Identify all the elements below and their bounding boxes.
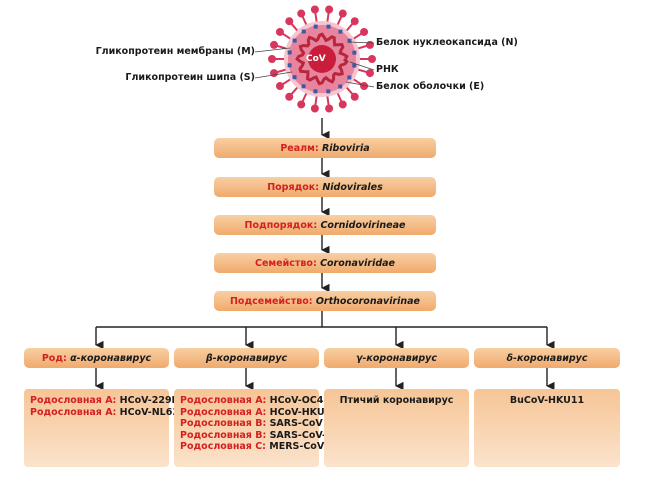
lineage-row: Родословная А: HCoV-OC43 (180, 395, 330, 406)
genus-alpha: Род: α-коронавирус (24, 348, 169, 368)
lineage-row: Родословная А: HCoV-NL63 (30, 406, 179, 418)
lineages-gamma: Птичий коронавирус (324, 389, 469, 467)
lineage-row: BuCoV-HKU11 (509, 395, 585, 406)
label-spike-glycoprotein: Гликопротеин шипа (S) (125, 72, 255, 83)
lineages-beta: Родословная А: HCoV-OC43 Родословная А: … (174, 389, 333, 467)
genus-delta: δ-коронавирус (474, 348, 620, 368)
lineage-row: Родословная А: HCoV-HKU1 (180, 406, 332, 418)
lineage-row: Птичий коронавирус (339, 395, 454, 406)
lineage-row: Родословная C: MERS-CoV (180, 441, 325, 452)
taxon-order: Порядок: Nidovirales (214, 177, 436, 197)
connector-lines (95, 118, 555, 391)
lineage-row: Родословная B: SARS-CoV-2 (180, 429, 333, 441)
virus-core-label: CoV (306, 54, 326, 64)
lineage-row: Родословная B: SARS-CoV (180, 418, 323, 429)
genus-beta: β-коронавирус (174, 348, 319, 368)
lineages-delta: BuCoV-HKU11 (474, 389, 620, 467)
lineage-row: Родословная А: HCoV-229E (30, 395, 179, 406)
label-nucleocapsid-protein: Белок нуклеокапсида (N) (376, 37, 518, 48)
label-rna: РНК (376, 64, 399, 75)
label-membrane-glycoprotein: Гликопротеин мембраны (M) (95, 46, 255, 57)
genus-gamma: γ-коронавирус (324, 348, 469, 368)
taxon-realm: Реалм: Riboviria (214, 138, 436, 158)
label-envelope-protein: Белок оболочки (E) (376, 81, 485, 92)
lineages-alpha: Родословная А: HCoV-229E Родословная А: … (24, 389, 179, 467)
coronavirus-icon (254, 5, 376, 113)
taxon-suborder: Подпорядок: Cornidovirineae (214, 215, 436, 235)
taxon-subfamily: Подсемейство: Orthocoronavirinae (214, 291, 436, 311)
taxon-family: Семейство: Coronaviridae (214, 253, 436, 273)
